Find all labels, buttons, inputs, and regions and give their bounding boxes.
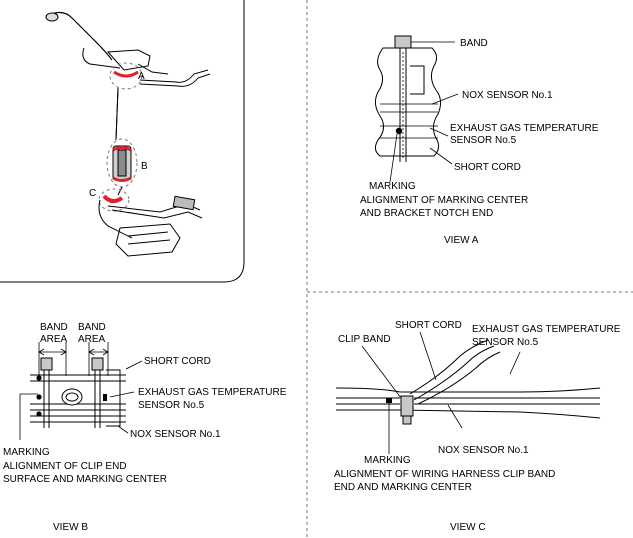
label-egt-a-2: SENSOR No.5 xyxy=(450,135,517,146)
label-short-cord-a: SHORT CORD xyxy=(454,162,521,173)
label-egt-c-1: EXHAUST GAS TEMPERATURE xyxy=(472,324,621,335)
overview-illustration: A B C xyxy=(45,12,211,257)
view-c-title: VIEW C xyxy=(450,522,486,533)
label-egt-b-1: EXHAUST GAS TEMPERATURE xyxy=(138,387,287,398)
label-short-cord-b: SHORT CORD xyxy=(144,356,211,367)
label-marking-c: MARKING xyxy=(364,455,411,466)
marking-a xyxy=(395,127,403,135)
label-band-a: BAND xyxy=(460,38,488,49)
label-nox-c: NOX SENSOR No.1 xyxy=(438,445,529,456)
view-c-illustration xyxy=(335,331,601,454)
label-clip-band-c: CLIP BAND xyxy=(338,334,391,345)
label-align-a-1: ALIGNMENT OF MARKING CENTER xyxy=(360,195,528,206)
label-area-b-1: AREA xyxy=(40,334,68,345)
label-egt-a-1: EXHAUST GAS TEMPERATURE xyxy=(450,123,599,134)
label-egt-c-2: SENSOR No.5 xyxy=(472,337,539,348)
callout-c-label: C xyxy=(89,188,96,199)
label-egt-b-2: SENSOR No.5 xyxy=(138,400,205,411)
view-a-illustration xyxy=(374,35,459,183)
view-a-title: VIEW A xyxy=(444,235,479,246)
label-band-b-2: BAND xyxy=(78,322,106,333)
label-marking-b: MARKING xyxy=(3,447,50,458)
label-area-b-2: AREA xyxy=(78,334,106,345)
label-nox-b: NOX SENSOR No.1 xyxy=(130,429,221,440)
overview-frame xyxy=(0,0,245,283)
band-a xyxy=(394,35,412,49)
callout-a-circle xyxy=(109,62,143,90)
label-align-b-1: ALIGNMENT OF CLIP END xyxy=(3,461,127,472)
label-nox-a: NOX SENSOR No.1 xyxy=(462,90,553,101)
view-b-illustration xyxy=(19,342,143,440)
callout-c-circle xyxy=(98,188,130,212)
label-short-cord-c: SHORT CORD xyxy=(395,320,462,331)
label-align-a-2: AND BRACKET NOTCH END xyxy=(360,208,493,219)
clip-band-c xyxy=(400,395,414,417)
label-align-c-1: ALIGNMENT OF WIRING HARNESS CLIP BAND xyxy=(334,469,555,480)
label-align-c-2: END AND MARKING CENTER xyxy=(334,482,472,493)
label-marking-a: MARKING xyxy=(369,181,416,192)
callout-a-label: A xyxy=(138,71,145,82)
label-align-b-2: SURFACE AND MARKING CENTER xyxy=(3,474,167,485)
callout-b-label: B xyxy=(141,161,148,172)
label-band-b-1: BAND xyxy=(40,322,68,333)
view-b-title: VIEW B xyxy=(53,522,88,533)
